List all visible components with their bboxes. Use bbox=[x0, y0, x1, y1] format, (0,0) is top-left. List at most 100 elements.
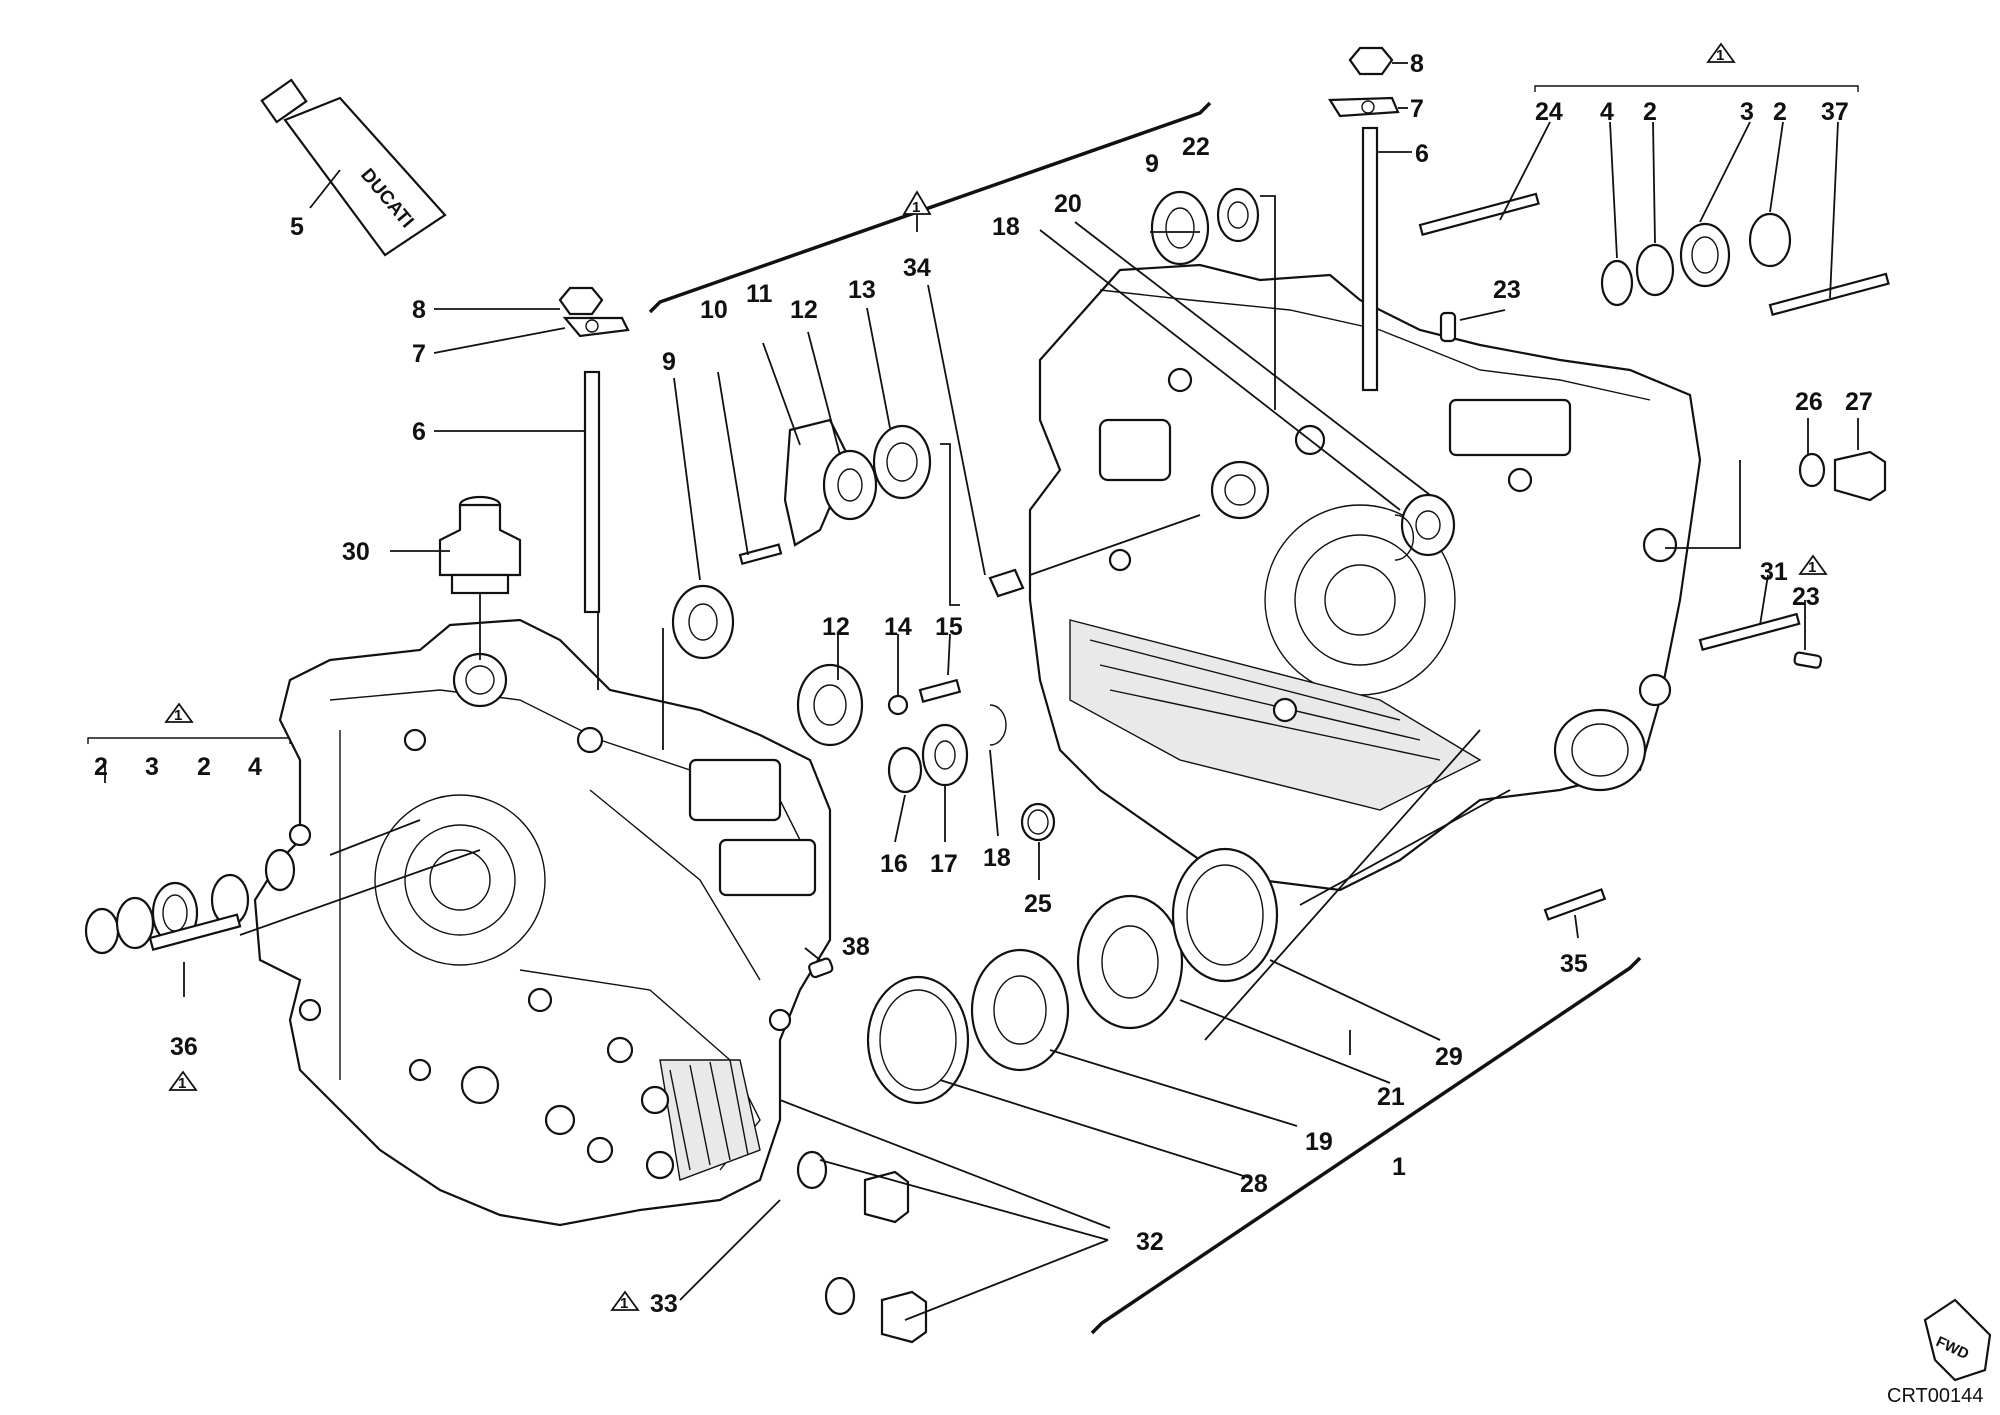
leader-lines bbox=[104, 62, 1859, 1321]
callout-32: 32 bbox=[1136, 1228, 1164, 1256]
callout-33: 33 bbox=[650, 1290, 678, 1318]
nut-icon bbox=[558, 286, 604, 316]
callout-5: 5 bbox=[290, 213, 304, 241]
callout-14: 14 bbox=[884, 613, 912, 641]
callout-1: 1 bbox=[1392, 1153, 1406, 1181]
svg-text:1: 1 bbox=[1716, 47, 1724, 64]
kit-marker-icon: 1 bbox=[902, 190, 932, 216]
callout-3: 3 bbox=[145, 753, 159, 781]
stud-icon bbox=[583, 370, 601, 614]
callout-34: 34 bbox=[903, 254, 931, 282]
callout-12: 12 bbox=[790, 296, 818, 324]
dowel-icon bbox=[1793, 651, 1823, 669]
callout-12: 12 bbox=[822, 613, 850, 641]
kit-bracket-left-bearings bbox=[87, 737, 291, 744]
callout-4: 4 bbox=[248, 753, 262, 781]
screw-icon bbox=[738, 543, 783, 566]
callout-8: 8 bbox=[1410, 50, 1424, 78]
bolt-icon bbox=[918, 678, 962, 703]
callout-7: 7 bbox=[412, 340, 426, 368]
callout-6: 6 bbox=[412, 418, 426, 446]
callout-labels: 1 2 2 2 2 3 3 4 4 5 6 6 7 7 8 8 9 9 10 1… bbox=[94, 50, 1873, 1318]
tube-cap bbox=[260, 78, 308, 124]
left-stud-set bbox=[558, 286, 630, 614]
callout-7: 7 bbox=[1410, 95, 1424, 123]
callout-9: 9 bbox=[662, 348, 676, 376]
callout-2: 2 bbox=[94, 753, 108, 781]
left-crankcase-half bbox=[253, 618, 832, 1227]
callout-23: 23 bbox=[1493, 276, 1521, 304]
callout-3: 3 bbox=[1740, 98, 1754, 126]
kit-bracket-right-bearings bbox=[1534, 85, 1859, 92]
kit-bracket-right-half bbox=[1090, 956, 1642, 1335]
callout-13: 13 bbox=[848, 276, 876, 304]
callout-26: 26 bbox=[1795, 388, 1823, 416]
callout-18: 18 bbox=[992, 213, 1020, 241]
callout-20: 20 bbox=[1054, 190, 1082, 218]
kit-marker-icon: 1 bbox=[610, 1290, 640, 1312]
bearings-and-seals bbox=[84, 187, 1890, 1344]
kit-marker-icon: 1 bbox=[168, 1070, 198, 1092]
svg-text:1: 1 bbox=[174, 707, 182, 724]
callout-11: 11 bbox=[746, 280, 773, 308]
right-crankcase-half bbox=[1028, 263, 1702, 892]
callout-37: 37 bbox=[1821, 98, 1849, 126]
bolt-icon bbox=[1768, 272, 1890, 317]
sealant-tube: DUCATI bbox=[260, 78, 447, 257]
kit-bracket-left-half bbox=[648, 101, 1212, 314]
right-case-cover-boss bbox=[1553, 708, 1647, 792]
kit-markers: 1 1 1 1 1 1 bbox=[164, 42, 1828, 1312]
callout-19: 19 bbox=[1305, 1128, 1333, 1156]
svg-text:1: 1 bbox=[620, 1295, 628, 1312]
bushing-icon bbox=[988, 568, 1025, 598]
callout-16: 16 bbox=[880, 850, 908, 878]
callout-24: 24 bbox=[1535, 98, 1563, 126]
svg-text:1: 1 bbox=[912, 199, 920, 216]
callout-29: 29 bbox=[1435, 1043, 1463, 1071]
left-case-bore bbox=[374, 794, 546, 966]
callout-35: 35 bbox=[1560, 950, 1588, 978]
callout-2: 2 bbox=[1643, 98, 1657, 126]
right-stud-set bbox=[1328, 46, 1400, 392]
breather-cap bbox=[438, 495, 522, 595]
tube-body bbox=[283, 96, 447, 257]
callout-22: 22 bbox=[1182, 133, 1210, 161]
callout-18: 18 bbox=[983, 844, 1011, 872]
nut-icon bbox=[1348, 46, 1394, 76]
callout-28: 28 bbox=[1240, 1170, 1268, 1198]
callout-9: 9 bbox=[1145, 150, 1159, 178]
callout-15: 15 bbox=[935, 613, 963, 641]
left-case-boss bbox=[688, 758, 782, 822]
plug-icon bbox=[1833, 450, 1887, 502]
callout-21: 21 bbox=[1377, 1083, 1405, 1111]
bolt-icon bbox=[1418, 192, 1540, 237]
kit-marker-icon: 1 bbox=[164, 702, 194, 724]
bolt-icon bbox=[148, 913, 242, 951]
washer-plate-icon bbox=[562, 316, 630, 338]
callout-2: 2 bbox=[1773, 98, 1787, 126]
kit-brackets bbox=[87, 85, 1859, 1335]
callout-36: 36 bbox=[170, 1033, 198, 1061]
callout-31: 31 bbox=[1760, 558, 1788, 586]
dowel-icon bbox=[808, 957, 834, 979]
bolt-icon bbox=[1698, 612, 1801, 652]
washer-plate-icon bbox=[1328, 96, 1400, 118]
callout-23: 23 bbox=[1792, 583, 1820, 611]
kit-marker-icon: 1 bbox=[1706, 42, 1736, 64]
svg-text:1: 1 bbox=[178, 1075, 186, 1092]
dowel-icon bbox=[1439, 311, 1457, 343]
callout-4: 4 bbox=[1600, 98, 1614, 126]
callout-25: 25 bbox=[1024, 890, 1052, 918]
callout-38: 38 bbox=[842, 933, 870, 961]
stud-icon bbox=[1361, 126, 1379, 392]
callout-6: 6 bbox=[1415, 140, 1429, 168]
callout-8: 8 bbox=[412, 296, 426, 324]
callout-27: 27 bbox=[1845, 388, 1873, 416]
kit-marker-icon: 1 bbox=[1798, 554, 1828, 576]
callout-2: 2 bbox=[197, 753, 211, 781]
callout-10: 10 bbox=[700, 296, 728, 324]
svg-text:1: 1 bbox=[1808, 559, 1816, 576]
drawing-code: CRT00144 bbox=[1887, 1385, 1983, 1407]
